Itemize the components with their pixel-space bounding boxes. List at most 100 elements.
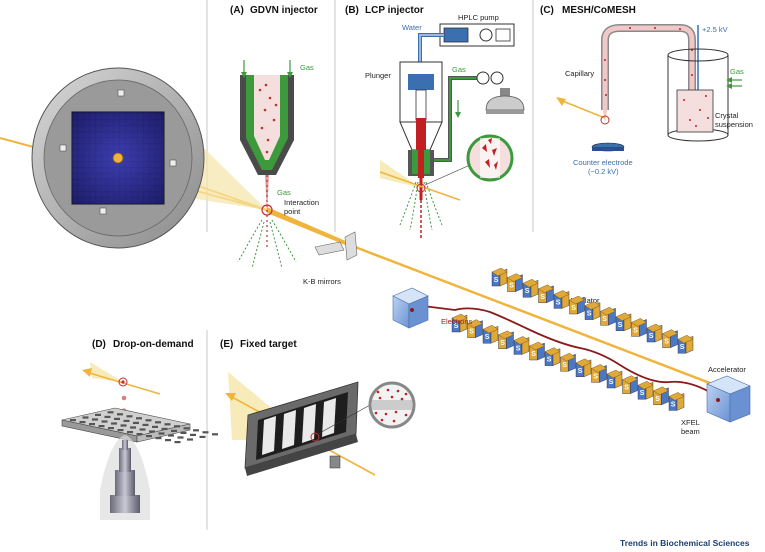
magnet-letter: S <box>469 329 474 336</box>
crystal-dot <box>374 411 378 415</box>
well <box>202 431 209 434</box>
panel-c-label: (C) <box>540 5 554 16</box>
interaction-point-line2: point <box>284 207 301 216</box>
magnet-letter: S <box>609 379 614 386</box>
crystal-dot <box>376 390 380 394</box>
well <box>117 413 123 416</box>
undulator-magnet: S <box>653 386 669 406</box>
well <box>136 417 142 420</box>
magnet-letter: S <box>562 362 567 369</box>
well <box>168 434 174 437</box>
capillary-label: Capillary <box>565 69 594 78</box>
undulator-magnet: S <box>451 313 468 333</box>
undulator-magnet: S <box>600 306 616 326</box>
panel-d-drop-on-demand: (D) Drop-on-demand <box>61 339 218 520</box>
panel-a-gdvn: (A) GDVN injector Gas Gas Interaction <box>230 5 319 269</box>
magnet-letter: S <box>531 351 536 358</box>
magnet-letter: S <box>680 344 685 351</box>
crystal-dot <box>394 410 398 414</box>
well <box>161 427 168 430</box>
crystal-dot <box>386 388 390 392</box>
magnet-letter: S <box>587 311 592 318</box>
panel-e-title: Fixed target <box>240 339 297 350</box>
kb-mirrors: K-B mirrors <box>303 231 358 286</box>
panel-b-lcp: (B) LCP injector HPLC pump Water Plunger… <box>345 5 525 240</box>
well <box>92 418 98 421</box>
well <box>107 411 114 414</box>
well <box>146 435 152 438</box>
crystal-dot <box>396 389 400 393</box>
undulator-magnet: S <box>498 330 514 350</box>
crystal-dot <box>404 392 408 396</box>
magnet-letter: S <box>540 294 545 301</box>
detector <box>31 67 205 249</box>
undulator-magnet: S <box>637 380 654 400</box>
undulator-magnet: S <box>569 295 585 315</box>
magnet-letter: S <box>664 339 669 346</box>
magnet-letter: S <box>649 333 654 340</box>
undulator-magnet: S <box>544 347 561 366</box>
well <box>126 415 133 418</box>
magnet-letter: S <box>624 385 629 392</box>
well <box>130 426 136 429</box>
gas-mesh-label: Gas <box>730 67 744 76</box>
undulator-magnet: S <box>553 290 570 309</box>
well <box>152 425 158 428</box>
credit-text: Trends in Biochemical Sciences <box>620 538 750 548</box>
undulator-magnet: S <box>491 267 508 287</box>
crystal-dot <box>384 412 388 416</box>
crystal-suspension-label: Crystal suspension <box>715 111 753 129</box>
counter-voltage-label: (−0.2 kV) <box>588 167 619 176</box>
magnet-letter: S <box>494 277 499 284</box>
panel-a-title: GDVN injector <box>250 5 318 16</box>
well <box>101 420 108 423</box>
well <box>180 431 187 434</box>
well <box>165 439 171 442</box>
well <box>133 421 139 424</box>
crystal-dot <box>390 395 394 399</box>
interaction-point-line1: Interaction <box>284 198 319 207</box>
undulator-magnet: S <box>662 329 678 348</box>
well <box>104 415 111 418</box>
undulator-magnet: S <box>677 334 694 354</box>
crystal-suspension-line2: suspension <box>715 120 753 129</box>
xfel-beam-line2: beam <box>681 427 700 436</box>
well <box>149 430 155 433</box>
xfel-beam-label: XFEL beam <box>681 418 702 436</box>
crystal-dot <box>378 396 382 400</box>
undulator-magnet: S <box>646 323 663 343</box>
undulator-magnet: S <box>513 336 530 355</box>
well <box>187 438 193 441</box>
undulator-magnet: S <box>482 324 499 344</box>
undulator-magnet: S <box>631 318 647 337</box>
well <box>145 419 152 422</box>
magnet-letter: S <box>516 345 521 352</box>
panel-b-label: (B) <box>345 5 359 16</box>
well <box>164 423 171 426</box>
well <box>89 423 95 426</box>
panel-e-fixed-target: (E) Fixed target <box>220 339 416 476</box>
crystal-dot <box>380 418 384 422</box>
magnet-letter: S <box>618 322 623 329</box>
accelerator-label: Accelerator <box>708 365 746 374</box>
gas-lcp-label: Gas <box>452 65 466 74</box>
magnet-letter: S <box>602 316 607 323</box>
panel-e-label: (E) <box>220 339 233 350</box>
undulator-magnet: S <box>507 273 523 292</box>
gas-top-label: Gas <box>300 63 314 72</box>
counter-electrode-label: Counter electrode <box>573 158 633 167</box>
magnet-letter: S <box>485 334 490 341</box>
magnet-letter: S <box>509 283 514 290</box>
magnet-letter: S <box>655 396 660 403</box>
crystal-suspension-line1: Crystal <box>715 111 739 120</box>
magnet-letter: S <box>525 288 530 295</box>
magnet-letter: S <box>571 305 576 312</box>
well <box>212 433 218 436</box>
well <box>123 419 130 422</box>
magnet-letter: S <box>593 373 598 380</box>
xfel-beam-line1: XFEL <box>681 418 700 427</box>
panel-d-label: (D) <box>92 339 106 350</box>
water-label: Water <box>402 23 422 32</box>
well <box>79 421 86 424</box>
